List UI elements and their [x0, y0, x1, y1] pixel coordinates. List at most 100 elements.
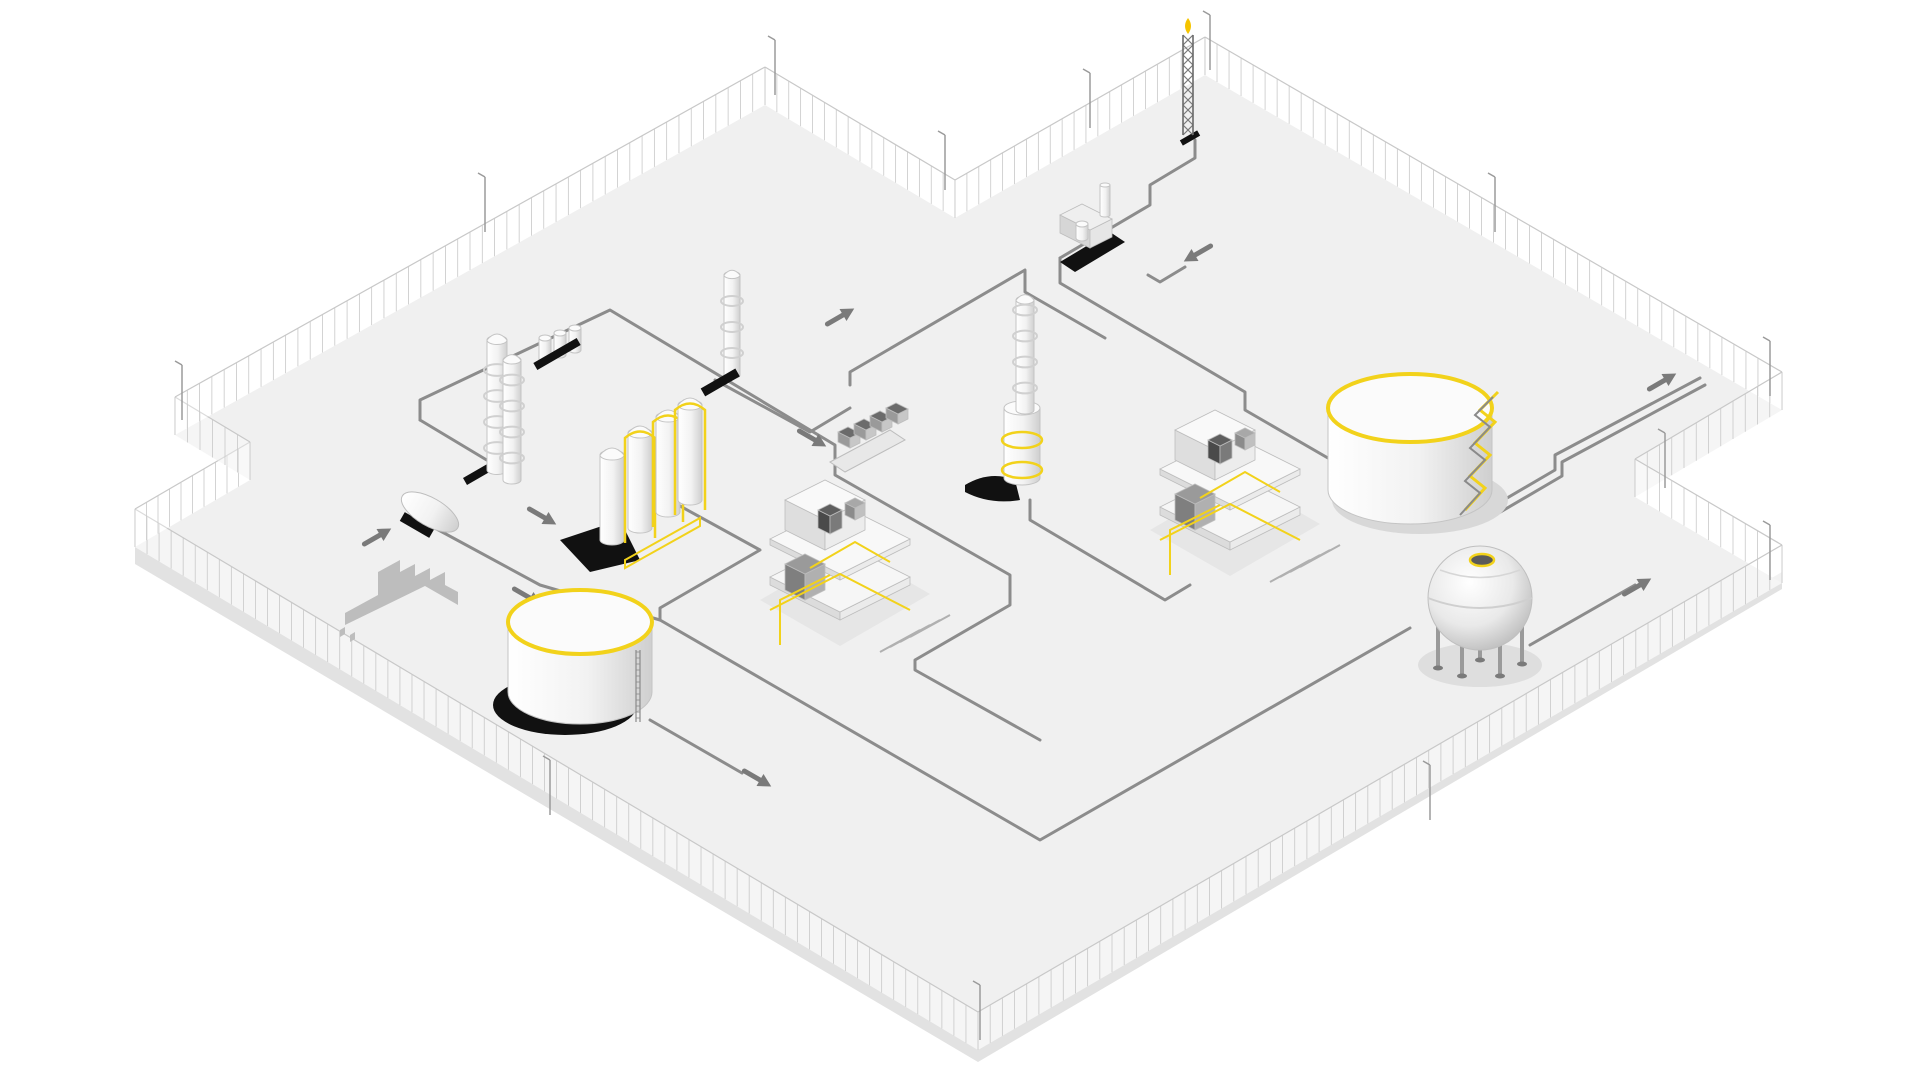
distillation-column-north — [720, 269, 744, 380]
cylinder-body — [677, 404, 703, 506]
cylinder-top — [1075, 220, 1089, 228]
column-platform-ring — [720, 347, 744, 359]
arrow-shaft — [361, 531, 385, 547]
module-yellow-rail — [809, 540, 891, 569]
reactor-platform-rail — [624, 516, 701, 570]
column-platform-ring — [499, 373, 525, 387]
cylinder-top — [1099, 182, 1111, 188]
module-yellow-rail — [769, 572, 911, 611]
compressor-body — [1059, 203, 1113, 249]
arrow-head — [541, 511, 557, 525]
cylinder-body — [1075, 223, 1089, 242]
crude-tank-body — [506, 588, 654, 725]
flare-truss — [1182, 124, 1194, 136]
cylinder-body — [1003, 407, 1041, 486]
cylinder-top — [538, 334, 552, 342]
compressor-icon — [1059, 182, 1125, 272]
pipe-flare-line — [1058, 138, 1197, 260]
arrow-shaft — [1190, 243, 1214, 259]
arrow-head — [1636, 578, 1652, 592]
column-platform-ring — [499, 425, 525, 439]
sphere-tank-icon — [1418, 545, 1542, 687]
tank-stair-frame — [1459, 396, 1494, 516]
module-parking-line — [1299, 544, 1341, 568]
module-yellow-rail — [1159, 502, 1301, 541]
light-arm — [1762, 520, 1771, 526]
product-pipeline-arrow — [1646, 373, 1677, 392]
light-arm — [477, 172, 486, 178]
arrow-head — [756, 773, 772, 787]
fence-panel — [955, 37, 1205, 218]
compressor-base — [1060, 232, 1125, 272]
equipment-layer — [340, 18, 1542, 735]
arrow-head — [839, 308, 855, 322]
storage-tank-icon — [1326, 372, 1508, 534]
sphere-foot — [1475, 657, 1485, 663]
light-arm — [1422, 760, 1431, 766]
tank-ladder — [635, 650, 641, 722]
column-dome — [502, 354, 522, 361]
reactor-yellow-stair — [673, 402, 707, 515]
sphere-shadow — [1418, 643, 1542, 687]
reactor-vessel — [627, 427, 653, 534]
arrow-shaft — [1646, 376, 1670, 392]
reactor-vessel — [655, 411, 681, 518]
compressor-inlet-arrow — [1183, 243, 1214, 262]
pipe-east-loop — [1058, 256, 1342, 467]
cylinder-top — [1326, 372, 1494, 444]
column-platform-ring — [1012, 329, 1038, 343]
flow-arrows — [361, 243, 1677, 787]
pipe-product-line-b — [1495, 383, 1707, 516]
pipe-product-line-a — [1488, 376, 1702, 510]
module-roof-box — [1234, 427, 1256, 451]
light-arm — [1487, 172, 1496, 178]
heat-exchanger-icon — [829, 402, 909, 473]
storage-tank-icon — [493, 588, 654, 735]
column-platform-ring — [499, 451, 525, 465]
block-top — [817, 503, 843, 517]
block-top — [784, 553, 826, 575]
reactor-dome — [599, 447, 625, 456]
flare-truss — [1182, 64, 1194, 76]
column-dome — [723, 269, 741, 276]
arrow-shaft — [741, 768, 765, 784]
sphere-foot — [1433, 665, 1443, 671]
sphere-outlet-arrow — [1621, 578, 1652, 597]
column-yellow-ring — [1000, 430, 1044, 450]
flare-truss — [1182, 34, 1194, 46]
drum-rack — [533, 338, 581, 370]
arrow-head — [811, 433, 827, 447]
light-arm — [1082, 68, 1091, 74]
column-platform-ring — [499, 399, 525, 413]
column-platform-ring — [1012, 303, 1038, 317]
cylinder-top — [568, 324, 582, 332]
arrow-shaft — [824, 311, 848, 327]
light-arm — [1657, 428, 1666, 434]
factory-silhouette — [345, 560, 458, 625]
ground-slab-main — [135, 75, 1782, 1050]
flare-truss — [1182, 114, 1194, 126]
block-top — [1174, 483, 1216, 505]
pipe-sphere-outlet — [1528, 583, 1637, 647]
arrow-shaft — [526, 506, 550, 522]
compressor-drum — [1075, 220, 1089, 242]
process-module-icon — [1150, 409, 1341, 583]
column-platform-ring — [1012, 355, 1038, 369]
column-dome — [486, 333, 508, 341]
factory-step — [340, 627, 345, 637]
arrow-head — [1661, 373, 1677, 387]
block-top — [1234, 427, 1256, 439]
sphere-seam — [1427, 597, 1533, 609]
light-poles — [174, 10, 1771, 1040]
block-top — [1059, 203, 1113, 231]
distillation-column-b — [499, 354, 525, 485]
tank-car-base — [399, 512, 435, 538]
module-yellow-stair — [779, 574, 831, 645]
column-shadow — [965, 476, 1020, 502]
flare-truss — [1182, 54, 1194, 66]
flare-truss — [1182, 94, 1194, 106]
light-arm — [767, 35, 776, 41]
flare-truss — [1182, 84, 1194, 96]
